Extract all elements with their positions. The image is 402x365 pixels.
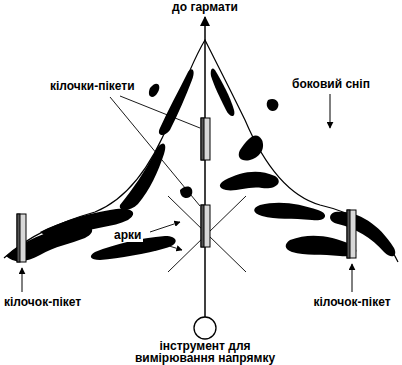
label-text: кілочок-пікет: [2, 296, 83, 309]
label-text: боковий сніп: [290, 78, 372, 91]
leader-arrow: [150, 222, 180, 232]
label-text: до гармати: [170, 1, 240, 14]
leader-arrow: [22, 268, 23, 292]
snow-mound-outline: [4, 40, 398, 262]
arc-line: [168, 196, 246, 272]
instrument-circle: [194, 317, 216, 339]
label-text: арки: [112, 229, 143, 242]
arc-line: [168, 196, 246, 272]
leader-line: [110, 97, 200, 206]
label-text: інструмент для вимірювання напрямку: [128, 340, 282, 364]
direction-line: [204, 17, 206, 317]
label-text: кілочок-пікет: [311, 296, 392, 309]
leader-arrow: [150, 240, 182, 250]
leader-arrow: [352, 264, 353, 292]
snow-patches: [6, 68, 395, 261]
aiming-stakes: [17, 118, 356, 262]
leader-arrow: [330, 94, 331, 128]
label-text: кілочки-пікети: [48, 80, 137, 93]
